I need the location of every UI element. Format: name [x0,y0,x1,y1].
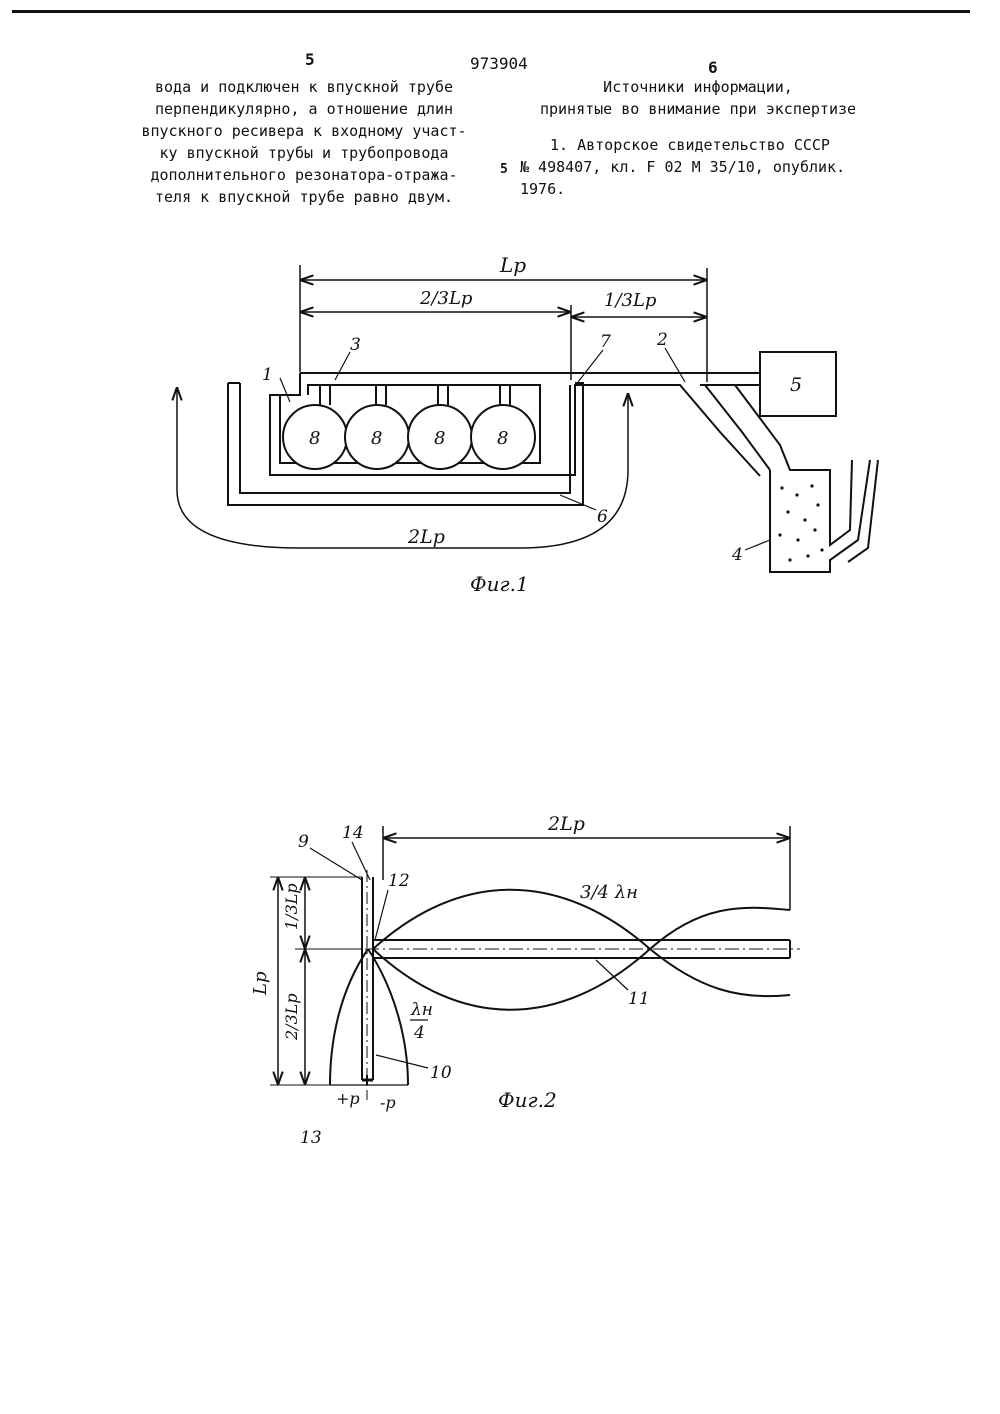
fig2-label-lp: Lp [250,971,271,996]
figure-2 [270,826,800,1100]
fig2-label-two-thirds: 2/3Lp [282,993,301,1041]
fig1-label-3: 3 [350,335,361,355]
fig2-label-wave: 3/4 λн [580,882,638,903]
fig1-filter-body [770,460,870,572]
fig2-leader-12 [375,890,388,940]
fig2-label-10: 10 [430,1063,452,1083]
fig1-label-2lp: 2Lp [407,526,445,548]
fig2-lambda-bottom: 4 [413,1023,425,1043]
fig2-label-2lp: 2Lp [547,813,585,835]
fig1-label-one-third: 1/3Lp [604,290,657,311]
fig2-leader-10 [376,1055,428,1068]
fig2-label-9: 9 [298,832,309,852]
fig2-lambda-top: λн [410,1000,433,1020]
fig2-leader-14 [352,842,370,880]
fig1-branch-to-filter [735,385,812,470]
fig1-label-7: 7 [600,332,611,352]
fig1-label-2: 2 [656,330,668,350]
fig1-caption: Фиг.1 [470,572,529,596]
fig2-wave-upper [373,890,790,996]
fig2-label-one-third: 1/3Lp [282,883,301,930]
fig1-leader-6 [560,495,596,510]
fig1-cylinder-1-label: 8 [309,428,320,449]
fig1-leader-4 [745,540,770,550]
fig1-leader-3 [335,352,350,380]
fig1-leader-2 [665,348,685,382]
fig1-leader-7 [578,350,603,382]
fig1-filter-dots [778,484,823,561]
fig2-minus-p: -p [380,1093,396,1112]
fig1-cylinder-3-label: 8 [434,428,445,449]
fig1-cylinder-4-label: 8 [497,428,508,449]
fig2-plus-p: +p [336,1089,360,1108]
fig1-label-1: 1 [262,365,273,385]
fig2-label-11: 11 [628,989,650,1009]
fig1-dim-2lp-loop [177,387,628,548]
fig2-label-13: 13 [300,1128,322,1148]
fig1-filter-inner [812,460,852,545]
fig2-leader-9 [310,848,362,880]
fig2-label-14: 14 [342,823,364,843]
fig1-label-5: 5 [790,374,802,396]
fig1-label-6: 6 [597,507,608,527]
figure-1 [177,265,878,572]
fig1-leader-1 [280,378,290,402]
fig2-label-12: 12 [388,871,410,891]
fig1-label-4: 4 [731,545,743,565]
fig1-cylinder-2-label: 8 [371,428,382,449]
fig2-caption: Фиг.2 [498,1088,557,1112]
fig1-label-two-thirds: 2/3Lp [419,288,473,309]
fig1-label-lp: Lp [499,253,526,277]
